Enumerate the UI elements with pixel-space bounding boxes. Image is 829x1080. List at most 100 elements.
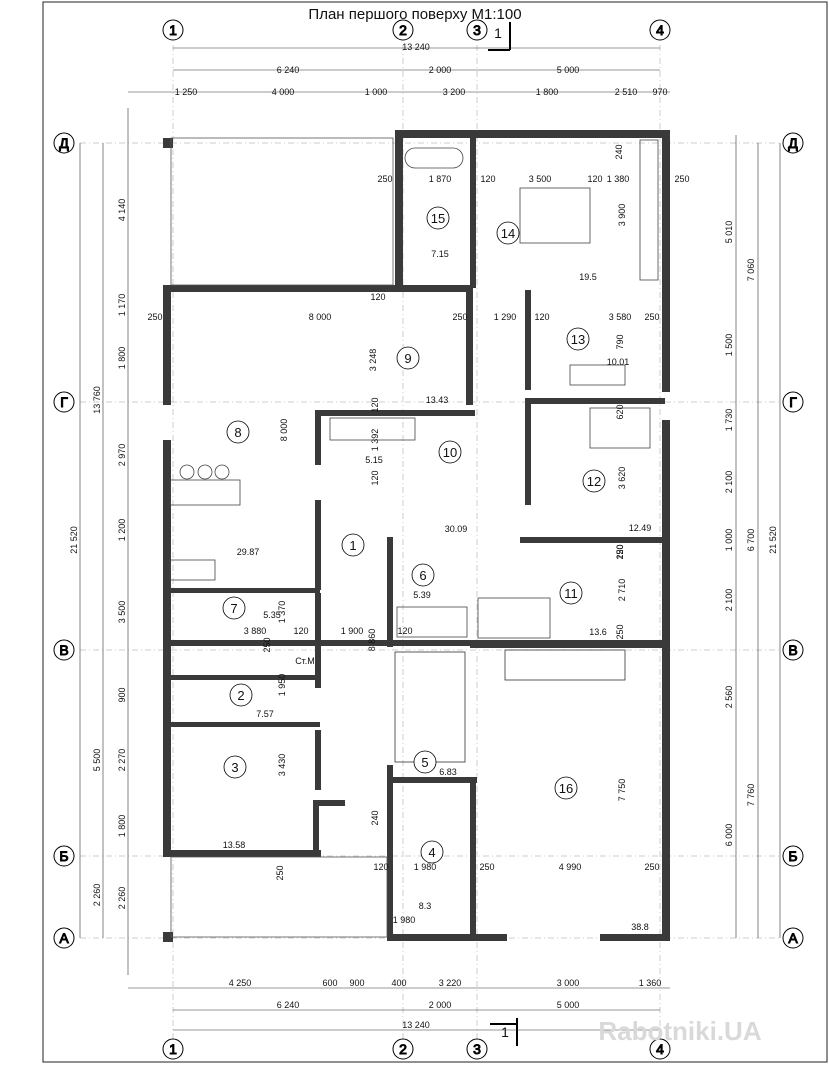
room-marker-5 <box>413 750 437 774</box>
dim-inner: 7 750 <box>617 779 627 802</box>
dim-inner: 250 <box>674 174 689 184</box>
dim-top-row2: 2 000 <box>429 65 452 75</box>
dim-inner: 3 900 <box>617 204 627 227</box>
dim-bottom-row1: 3 220 <box>439 978 462 988</box>
axis-bubble-3 <box>466 1038 488 1060</box>
axis-label-Д: Д <box>788 135 798 151</box>
dim-right-inner: 2 100 <box>724 589 734 612</box>
watermark-text: Rabotniki.UA <box>598 1016 761 1046</box>
axis-bubble-В <box>782 639 804 661</box>
room-area-6: 5.39 <box>413 590 431 600</box>
dim-bottom-row1: 400 <box>391 978 406 988</box>
dim-left-mid: 5 500 <box>92 749 102 772</box>
room-area-11: 13.6 <box>589 627 607 637</box>
dim-inner: 250 <box>615 624 625 639</box>
room-number-9: 9 <box>404 351 411 366</box>
dim-inner: 240 <box>614 144 624 159</box>
room-number-16: 16 <box>559 781 573 796</box>
axis-label-4: 4 <box>656 22 664 38</box>
dim-inner: 3 500 <box>529 174 552 184</box>
dim-right-total: 21 520 <box>768 526 778 554</box>
dim-left-inner: 2 970 <box>117 444 127 467</box>
room-marker-15 <box>426 206 450 230</box>
axis-label-Г: Г <box>789 394 797 410</box>
room-number-15: 15 <box>431 211 445 226</box>
room-marker-12 <box>582 469 606 493</box>
room-marker-16 <box>554 776 578 800</box>
dim-inner: 250 <box>615 544 625 559</box>
axis-label-2: 2 <box>399 22 407 38</box>
dim-inner: Ст.М <box>295 656 315 666</box>
room-marker-4 <box>420 840 444 864</box>
dim-inner: 1 980 <box>414 862 437 872</box>
dim-inner: 1 980 <box>393 915 416 925</box>
dim-left-inner: 1 170 <box>117 294 127 317</box>
dim-inner: 1 290 <box>494 312 517 322</box>
dim-right-mid: 7 060 <box>746 259 756 282</box>
axis-label-4: 4 <box>656 1041 664 1057</box>
dim-inner: 250 <box>262 637 272 652</box>
dim-bottom-total: 13 240 <box>402 1020 430 1030</box>
dim-inner: 3 580 <box>609 312 632 322</box>
dim-inner: 240 <box>370 810 380 825</box>
dim-inner: 250 <box>275 865 285 880</box>
dim-inner: 620 <box>615 404 625 419</box>
room-marker-8 <box>226 420 250 444</box>
axis-bubble-Г <box>53 391 75 413</box>
room-marker-1 <box>341 533 365 557</box>
room-marker-13 <box>566 327 590 351</box>
room-area-4: 8.3 <box>419 901 432 911</box>
dim-inner: 120 <box>370 470 380 485</box>
axis-bubble-А <box>53 927 75 949</box>
dim-inner: 250 <box>644 862 659 872</box>
room-marker-11 <box>559 581 583 605</box>
axis-label-В: В <box>59 642 68 658</box>
dim-inner: 1 380 <box>607 174 630 184</box>
dim-inner: 1 370 <box>277 601 287 624</box>
axis-bubble-Г <box>782 391 804 413</box>
dim-inner: 8 000 <box>279 419 289 442</box>
dim-top-row3: 3 200 <box>443 87 466 97</box>
room-marker-2 <box>229 683 253 707</box>
axis-bubble-3 <box>466 19 488 41</box>
axis-label-А: А <box>788 930 798 946</box>
axis-label-3: 3 <box>473 1041 481 1057</box>
dim-inner: 120 <box>534 312 549 322</box>
room-number-1: 1 <box>349 538 356 553</box>
dim-left-inner: 2 270 <box>117 749 127 772</box>
dim-top-row2: 6 240 <box>277 65 300 75</box>
dim-inner: 3 430 <box>277 754 287 777</box>
room-number-12: 12 <box>587 474 601 489</box>
axis-bubble-4 <box>649 19 671 41</box>
dim-inner: 120 <box>370 397 380 412</box>
room-number-8: 8 <box>234 425 241 440</box>
dim-right-inner: 6 000 <box>724 824 734 847</box>
room-area-16: 38.8 <box>631 922 649 932</box>
dim-inner: 8 860 <box>367 629 377 652</box>
dim-inner: 2 710 <box>617 579 627 602</box>
axis-bubble-Д <box>53 132 75 154</box>
dim-inner: 120 <box>615 544 625 559</box>
axis-label-1: 1 <box>169 22 177 38</box>
room-number-3: 3 <box>231 760 238 775</box>
dim-top-row3: 1 800 <box>536 87 559 97</box>
dim-inner: 1 950 <box>277 674 287 697</box>
dim-top-row3: 970 <box>652 87 667 97</box>
dim-inner: 4 990 <box>559 862 582 872</box>
dim-bottom-row2: 6 240 <box>277 1000 300 1010</box>
room-marker-9 <box>396 346 420 370</box>
room-area-2: 7.57 <box>256 709 274 719</box>
axis-label-Г: Г <box>60 394 68 410</box>
room-area-10: 5.15 <box>365 455 383 465</box>
dim-bottom-row1: 3 000 <box>557 978 580 988</box>
room-marker-10 <box>438 440 462 464</box>
dim-top-row2: 5 000 <box>557 65 580 75</box>
dim-top-row3: 4 000 <box>272 87 295 97</box>
dim-left-mid: 13 760 <box>92 386 102 414</box>
axis-label-Б: Б <box>59 848 68 864</box>
room-number-11: 11 <box>564 586 578 601</box>
dim-inner: 120 <box>293 626 308 636</box>
room-area-12: 12.49 <box>629 523 652 533</box>
axis-bubble-В <box>53 639 75 661</box>
room-marker-14 <box>496 221 520 245</box>
